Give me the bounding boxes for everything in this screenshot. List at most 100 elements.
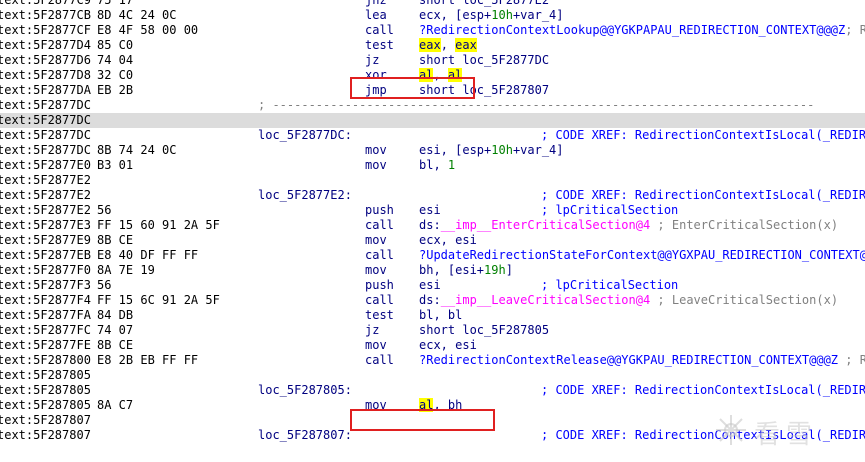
separator-comment: ; --------------------------------------… — [258, 98, 815, 112]
mnemonic: jz — [365, 323, 380, 337]
operands: esi — [419, 278, 441, 292]
opcode-bytes: 8A 7E 19 — [97, 263, 155, 277]
operands: short loc_5F2877DC — [419, 53, 550, 67]
mnemonic: jz — [365, 53, 380, 67]
operands: short loc_5F287805 — [419, 323, 550, 337]
listing-line[interactable]: text:5F2877F0 8A 7E 19 mov bh, [esi+19h] — [0, 263, 865, 278]
opcode-bytes: 8B 74 24 0C — [97, 143, 177, 157]
xref-comment[interactable]: ; CODE XREF: RedirectionContextIsLocal(_… — [541, 128, 865, 142]
listing-line[interactable]: text:5F287807 — [0, 413, 865, 428]
operands: short loc_5F2877E2 — [419, 0, 550, 7]
address: text:5F2877DA — [0, 83, 91, 97]
address: text:5F2877DC — [0, 98, 91, 112]
mnemonic: jmp — [365, 83, 387, 97]
operands: bl, 1 — [419, 158, 456, 172]
opcode-bytes: FF 15 60 91 2A 5F — [97, 218, 220, 232]
operands: ecx, esi — [419, 233, 477, 247]
immediate-value: 10h — [491, 8, 513, 22]
operands: esi, [esp+10h+var_4] — [419, 143, 564, 157]
watermark: 看雪 — [712, 411, 862, 459]
highlighted-register[interactable]: eax — [419, 38, 441, 52]
operands: ?UpdateRedirectionStateForContext@@YGXPA… — [419, 248, 865, 263]
highlighted-register[interactable]: al — [419, 398, 434, 412]
operands: ds:__imp__EnterCriticalSection@4 ; Enter… — [419, 218, 839, 232]
opcode-bytes: 56 — [97, 278, 112, 292]
opcode-bytes: 56 — [97, 203, 112, 217]
listing-line[interactable]: text:5F2877E2 — [0, 173, 865, 188]
xref-comment[interactable]: ; CODE XREF: RedirectionContextIsLocal(_… — [541, 383, 865, 397]
operands: bh, [esi+19h] — [419, 263, 513, 277]
opcode-bytes: 85 C0 — [97, 38, 134, 52]
import-symbol[interactable]: __imp__EnterCriticalSection@4 — [440, 218, 651, 232]
address: text:5F2877CB — [0, 8, 91, 22]
address: text:5F2877E3 — [0, 218, 91, 232]
listing-line[interactable]: text:5F2877E3 FF 15 60 91 2A 5F call ds:__i… — [0, 218, 865, 233]
immediate-value: 10h — [491, 143, 513, 157]
xref-comment[interactable]: ; CODE XREF: RedirectionContextIsLocal(_… — [541, 188, 865, 202]
mnemonic: push — [365, 203, 394, 217]
address: text:5F2877DC — [0, 113, 91, 127]
function-symbol[interactable]: ?RedirectionContextRelease@@YGKPAU_REDIR… — [419, 353, 839, 367]
function-symbol[interactable]: ?UpdateRedirectionStateForContext@@YGXPA… — [419, 248, 865, 262]
opcode-bytes: 8D 4C 24 0C — [97, 8, 177, 22]
code-label[interactable]: loc_5F2877E2: — [258, 188, 352, 202]
code-label[interactable]: loc_5F287807: — [258, 428, 352, 442]
code-label[interactable]: loc_5F287805: — [258, 383, 352, 397]
operands: esi — [419, 203, 441, 217]
code-label[interactable]: loc_5F2877DC: — [258, 128, 352, 142]
operands: eax, eax — [419, 38, 477, 52]
mnemonic: mov — [365, 233, 387, 247]
function-symbol[interactable]: ?RedirectionContextLookup@@YGKPAPAU_REDI… — [419, 23, 846, 37]
address: text:5F287805 — [0, 383, 91, 397]
mnemonic: lea — [365, 8, 387, 22]
mnemonic: mov — [365, 143, 387, 157]
mnemonic: call — [365, 353, 394, 367]
address: text:5F2877E9 — [0, 233, 91, 247]
operands: ecx, [esp+10h+var_4] — [419, 8, 564, 22]
annotation-box-mov — [350, 409, 495, 431]
address: text:5F287807 — [0, 428, 91, 442]
mnemonic: mov — [365, 263, 387, 277]
mnemonic: call — [365, 218, 394, 232]
address: text:5F2877F0 — [0, 263, 91, 277]
listing-line[interactable]: text:5F2877CB 8D 4C 24 0C lea ecx, [esp+10h… — [0, 8, 865, 23]
annotation-box-xor — [350, 77, 475, 99]
opcode-bytes: EB 2B — [97, 83, 134, 97]
xref-comment[interactable]: ; CODE XREF: RedirectionContextIsLocal(_… — [541, 428, 865, 442]
operands: bl, bl — [419, 308, 463, 322]
highlighted-register[interactable]: eax — [455, 38, 477, 52]
operands: short loc_5F287807 — [419, 83, 550, 97]
listing-line[interactable]: text:5F287807 loc_5F287807: ; CODE XREF: R… — [0, 428, 865, 443]
opcode-bytes: E8 4F 58 00 00 — [97, 23, 199, 37]
listing-line[interactable]: text:5F2877DC — [0, 113, 865, 128]
address: text:5F2877F3 — [0, 278, 91, 292]
opcode-bytes: 74 07 — [97, 323, 134, 337]
listing-line[interactable]: text:5F2877DC ; -------------------------… — [0, 98, 865, 113]
listing-line[interactable]: text:5F287805 — [0, 368, 865, 383]
listing-line[interactable]: text:5F2877DA EB 2B jmp short loc_5F287807 — [0, 83, 865, 98]
opcode-bytes: 74 04 — [97, 53, 134, 67]
address: text:5F2877FE — [0, 338, 91, 352]
listing-line[interactable]: text:5F287805 loc_5F287805: ; CODE XREF: R… — [0, 383, 865, 398]
operands: ecx, esi — [419, 338, 477, 352]
import-symbol[interactable]: __imp__LeaveCriticalSection@4 — [440, 293, 651, 307]
